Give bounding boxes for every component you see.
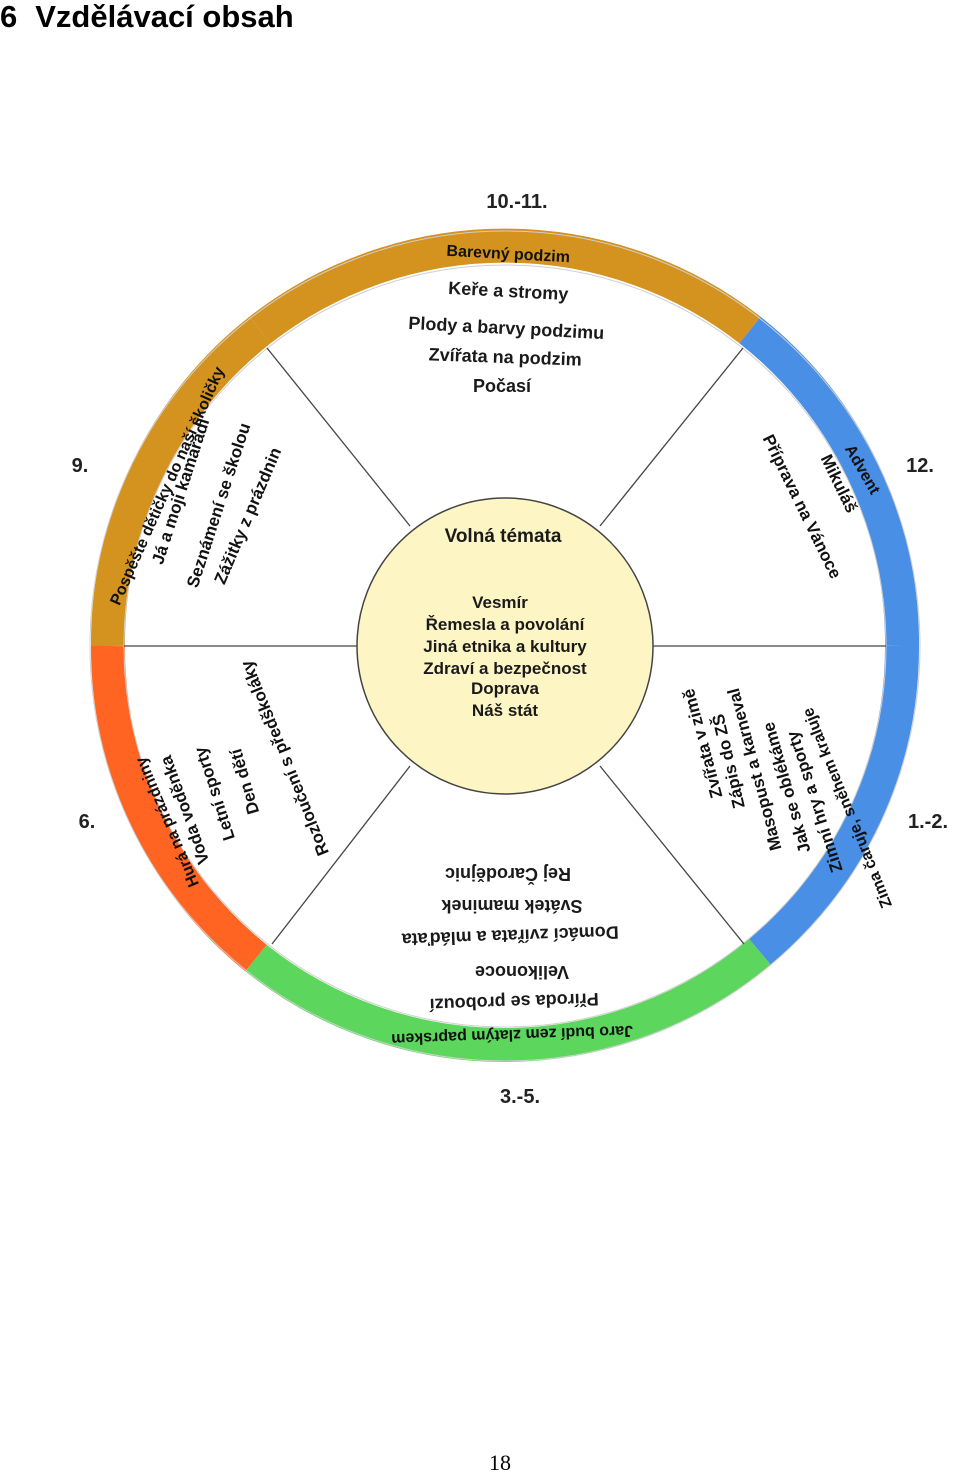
segment-item: Keře a stromy (448, 278, 569, 304)
month-label-jan: 1.-2. (908, 811, 948, 833)
month-label-mar: 3.-5. (500, 1086, 540, 1108)
month-label-jun: 6. (79, 811, 96, 833)
segment-item: Příroda se probouzí (428, 989, 599, 1015)
ring-label-oct: Barevný podzim (446, 243, 570, 266)
ring-mar (245, 938, 771, 1062)
segment-item: Domácí zvířata a mláďata (400, 922, 619, 950)
section-number: 6 (0, 0, 18, 34)
ring-jan (749, 645, 920, 966)
center-item: Řemesla a povolání (426, 615, 586, 634)
month-label-sept: 9. (72, 455, 89, 477)
segment-item: Plody a barvy podzimu (408, 313, 605, 343)
segment-item: Den dětí (226, 745, 263, 816)
section-title: Vzdělávací obsah (35, 0, 294, 34)
center-item: Zdraví a bezpečnost (423, 659, 587, 678)
month-label-dec: 12. (906, 455, 934, 477)
ring-dec (739, 316, 920, 647)
segment-item: Rozloučení s předškoláky (237, 657, 333, 858)
ring-oct (249, 228, 761, 344)
month-label-oct: 10.-11. (486, 191, 547, 213)
section-heading: 6 Vzdělávací obsah (0, 0, 294, 34)
segment-item: Velikonoce (475, 962, 569, 982)
center-circle (356, 497, 654, 795)
center-item: Vesmír (472, 593, 528, 612)
ring-jun (90, 645, 267, 972)
segment-item: Rej Čarodějnic (445, 864, 571, 885)
page-number: 18 (489, 1450, 511, 1475)
divider-lines (124, 347, 886, 945)
center-item: Náš stát (472, 701, 538, 720)
ring-outline-outer (89, 230, 921, 1062)
ring-sept (90, 316, 271, 647)
center-item: Doprava (471, 679, 540, 698)
center-item: Jiná etnika a kultury (423, 637, 587, 656)
segment-item: Zvířata na podzim (428, 344, 582, 369)
center-title: Volná témata (445, 526, 562, 547)
segment-item: Svátek maminek (440, 896, 582, 916)
segment-item: Počasí (473, 376, 532, 396)
